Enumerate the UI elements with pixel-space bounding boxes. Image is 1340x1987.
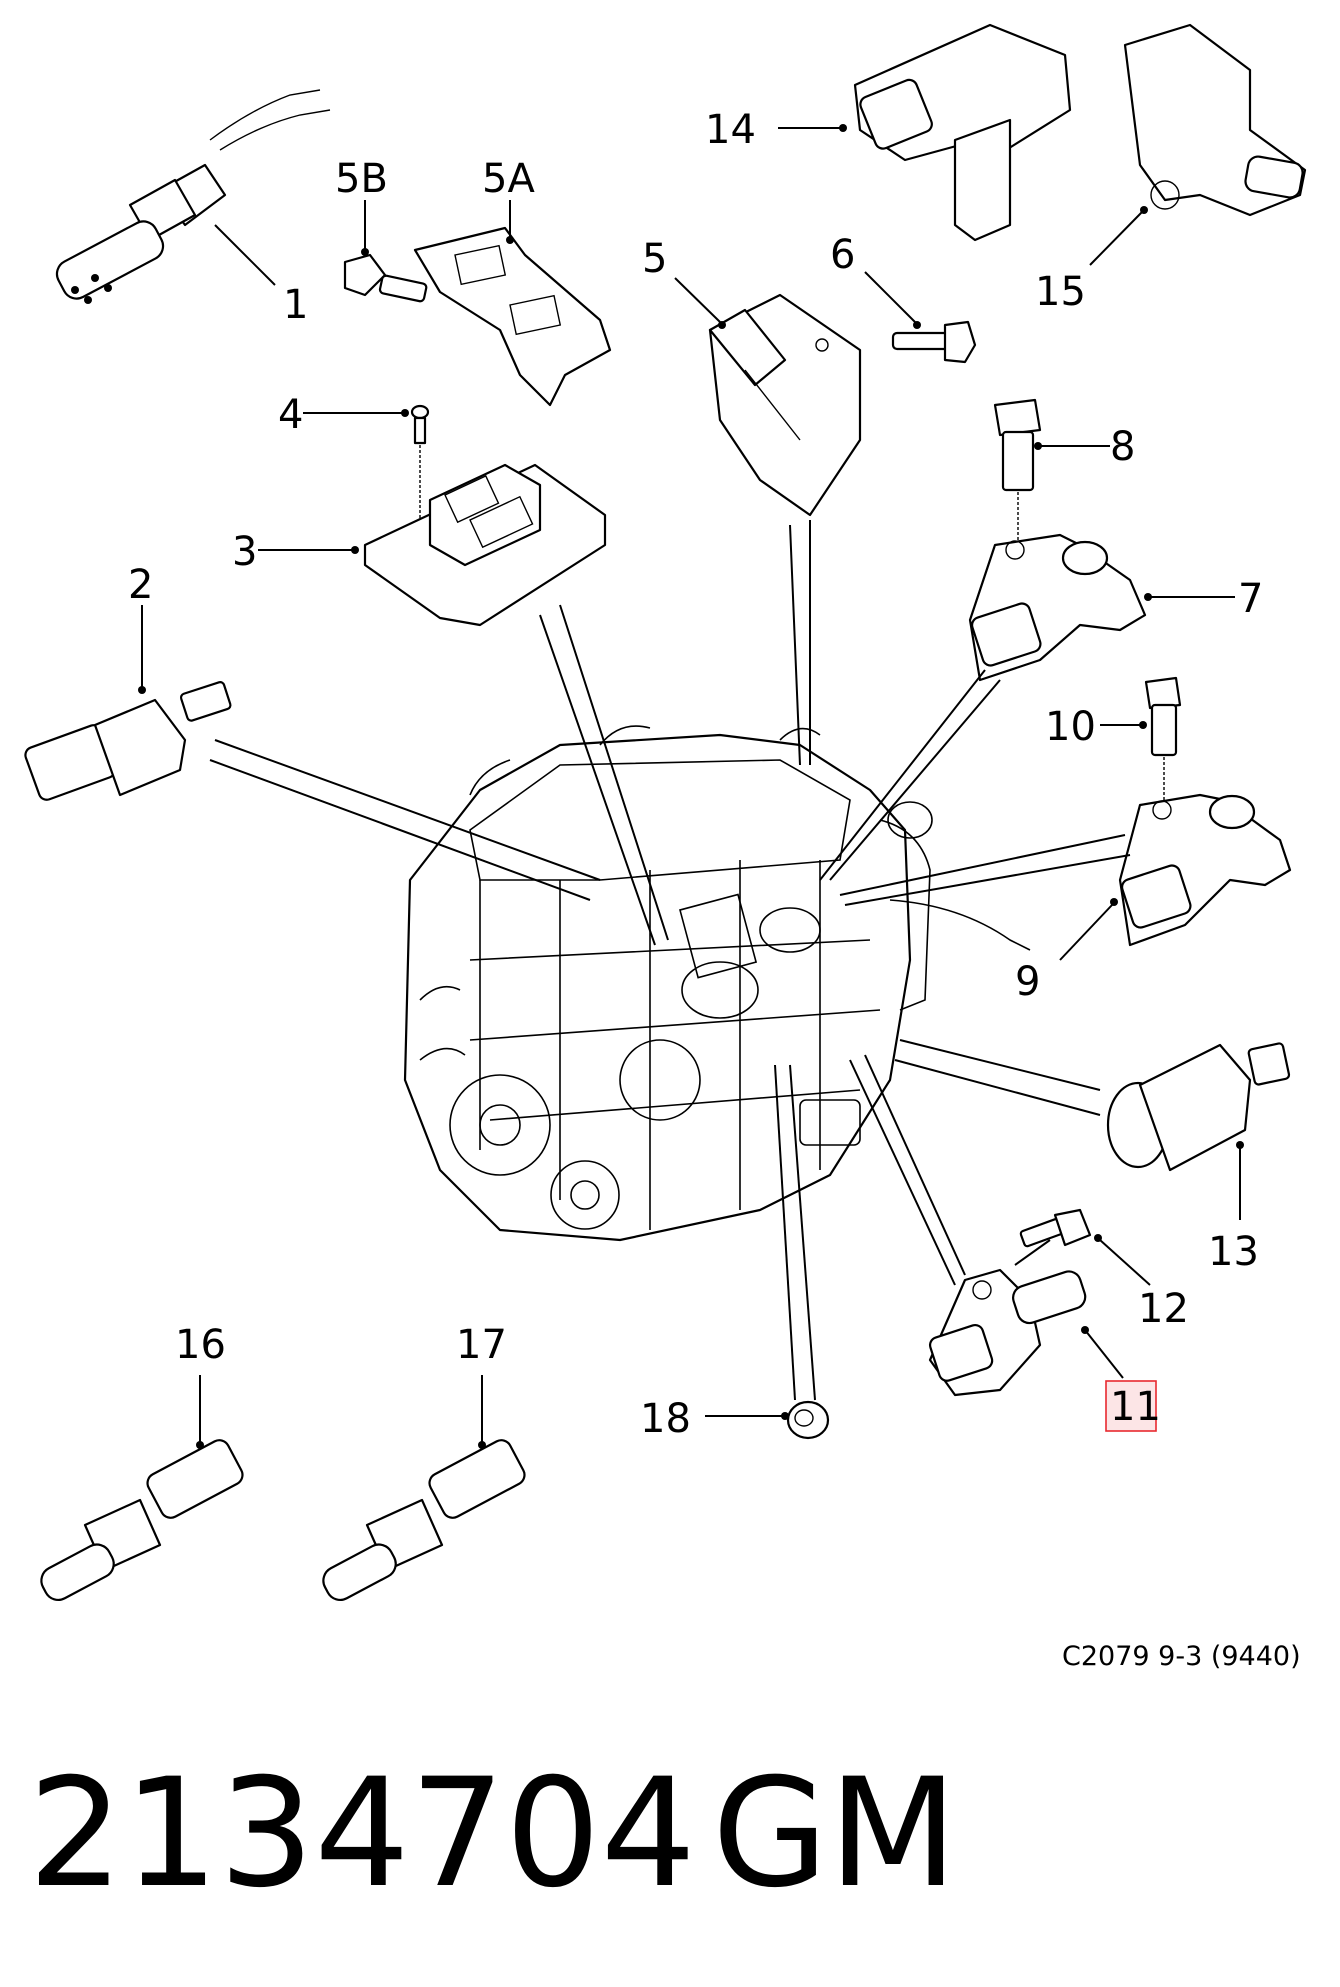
part-8-bolt: [993, 398, 1110, 540]
callout-12: 12: [1138, 1286, 1189, 1332]
part-15-map-sensor: [1089, 23, 1307, 266]
callout-2: 2: [128, 562, 153, 608]
part-5b-bolt: [343, 200, 428, 303]
part-18-grommet: [705, 1400, 830, 1440]
part-3-ecu: [258, 463, 607, 627]
part-4-screw: [303, 404, 430, 575]
part-7-pressure-sensor: [968, 533, 1235, 682]
part-17-oxygen-sensor: [322, 1375, 526, 1602]
callout-16: 16: [175, 1322, 226, 1368]
callout-6: 6: [830, 232, 855, 278]
callout-11: 11: [1110, 1384, 1161, 1430]
part-2-temp-sensor: [24, 605, 232, 801]
callout-18: 18: [640, 1396, 691, 1442]
engine-assembly: [403, 725, 1031, 1242]
part-13-pressure-switch: [1106, 1042, 1291, 1220]
part-14-maf-sensor: [778, 23, 1072, 242]
part-10-bolt: [1100, 676, 1182, 800]
callout-15: 15: [1035, 269, 1086, 315]
part-6-bolt: [864, 271, 977, 364]
part-5-control-module: [674, 277, 862, 517]
callout-5: 5: [642, 236, 667, 282]
part-16-oxygen-sensor: [40, 1375, 244, 1602]
callout-5a: 5A: [482, 156, 535, 202]
diagram-reference-code: C2079 9-3 (9440): [1062, 1641, 1301, 1672]
callout-17: 17: [456, 1322, 507, 1368]
part-number: 2134704: [28, 1747, 696, 1921]
callout-7: 7: [1238, 576, 1263, 622]
part-1-sensor-probe: [55, 89, 331, 304]
callout-9: 9: [1015, 959, 1040, 1005]
callout-3: 3: [232, 529, 257, 575]
brand-name: GM: [712, 1747, 958, 1921]
callout-13: 13: [1208, 1229, 1259, 1275]
callout-4: 4: [278, 392, 303, 438]
callout-10: 10: [1045, 704, 1096, 750]
callout-8: 8: [1110, 424, 1135, 470]
callout-1: 1: [283, 282, 308, 328]
part-9-pressure-sensor: [1059, 793, 1292, 961]
callout-11-highlight: [1105, 1380, 1157, 1432]
leader-lines: [209, 520, 1131, 1401]
callout-14: 14: [705, 107, 756, 153]
part-12-bolt: [1019, 1208, 1151, 1286]
part-11-crank-sensor: [928, 1268, 1124, 1397]
callouts: 1 2 3 4 5 5A 5B 6 7 8 9 10 11 12 13 14 1…: [128, 107, 1263, 1442]
part-5a-bracket: [413, 200, 612, 407]
callout-5b: 5B: [335, 156, 388, 202]
